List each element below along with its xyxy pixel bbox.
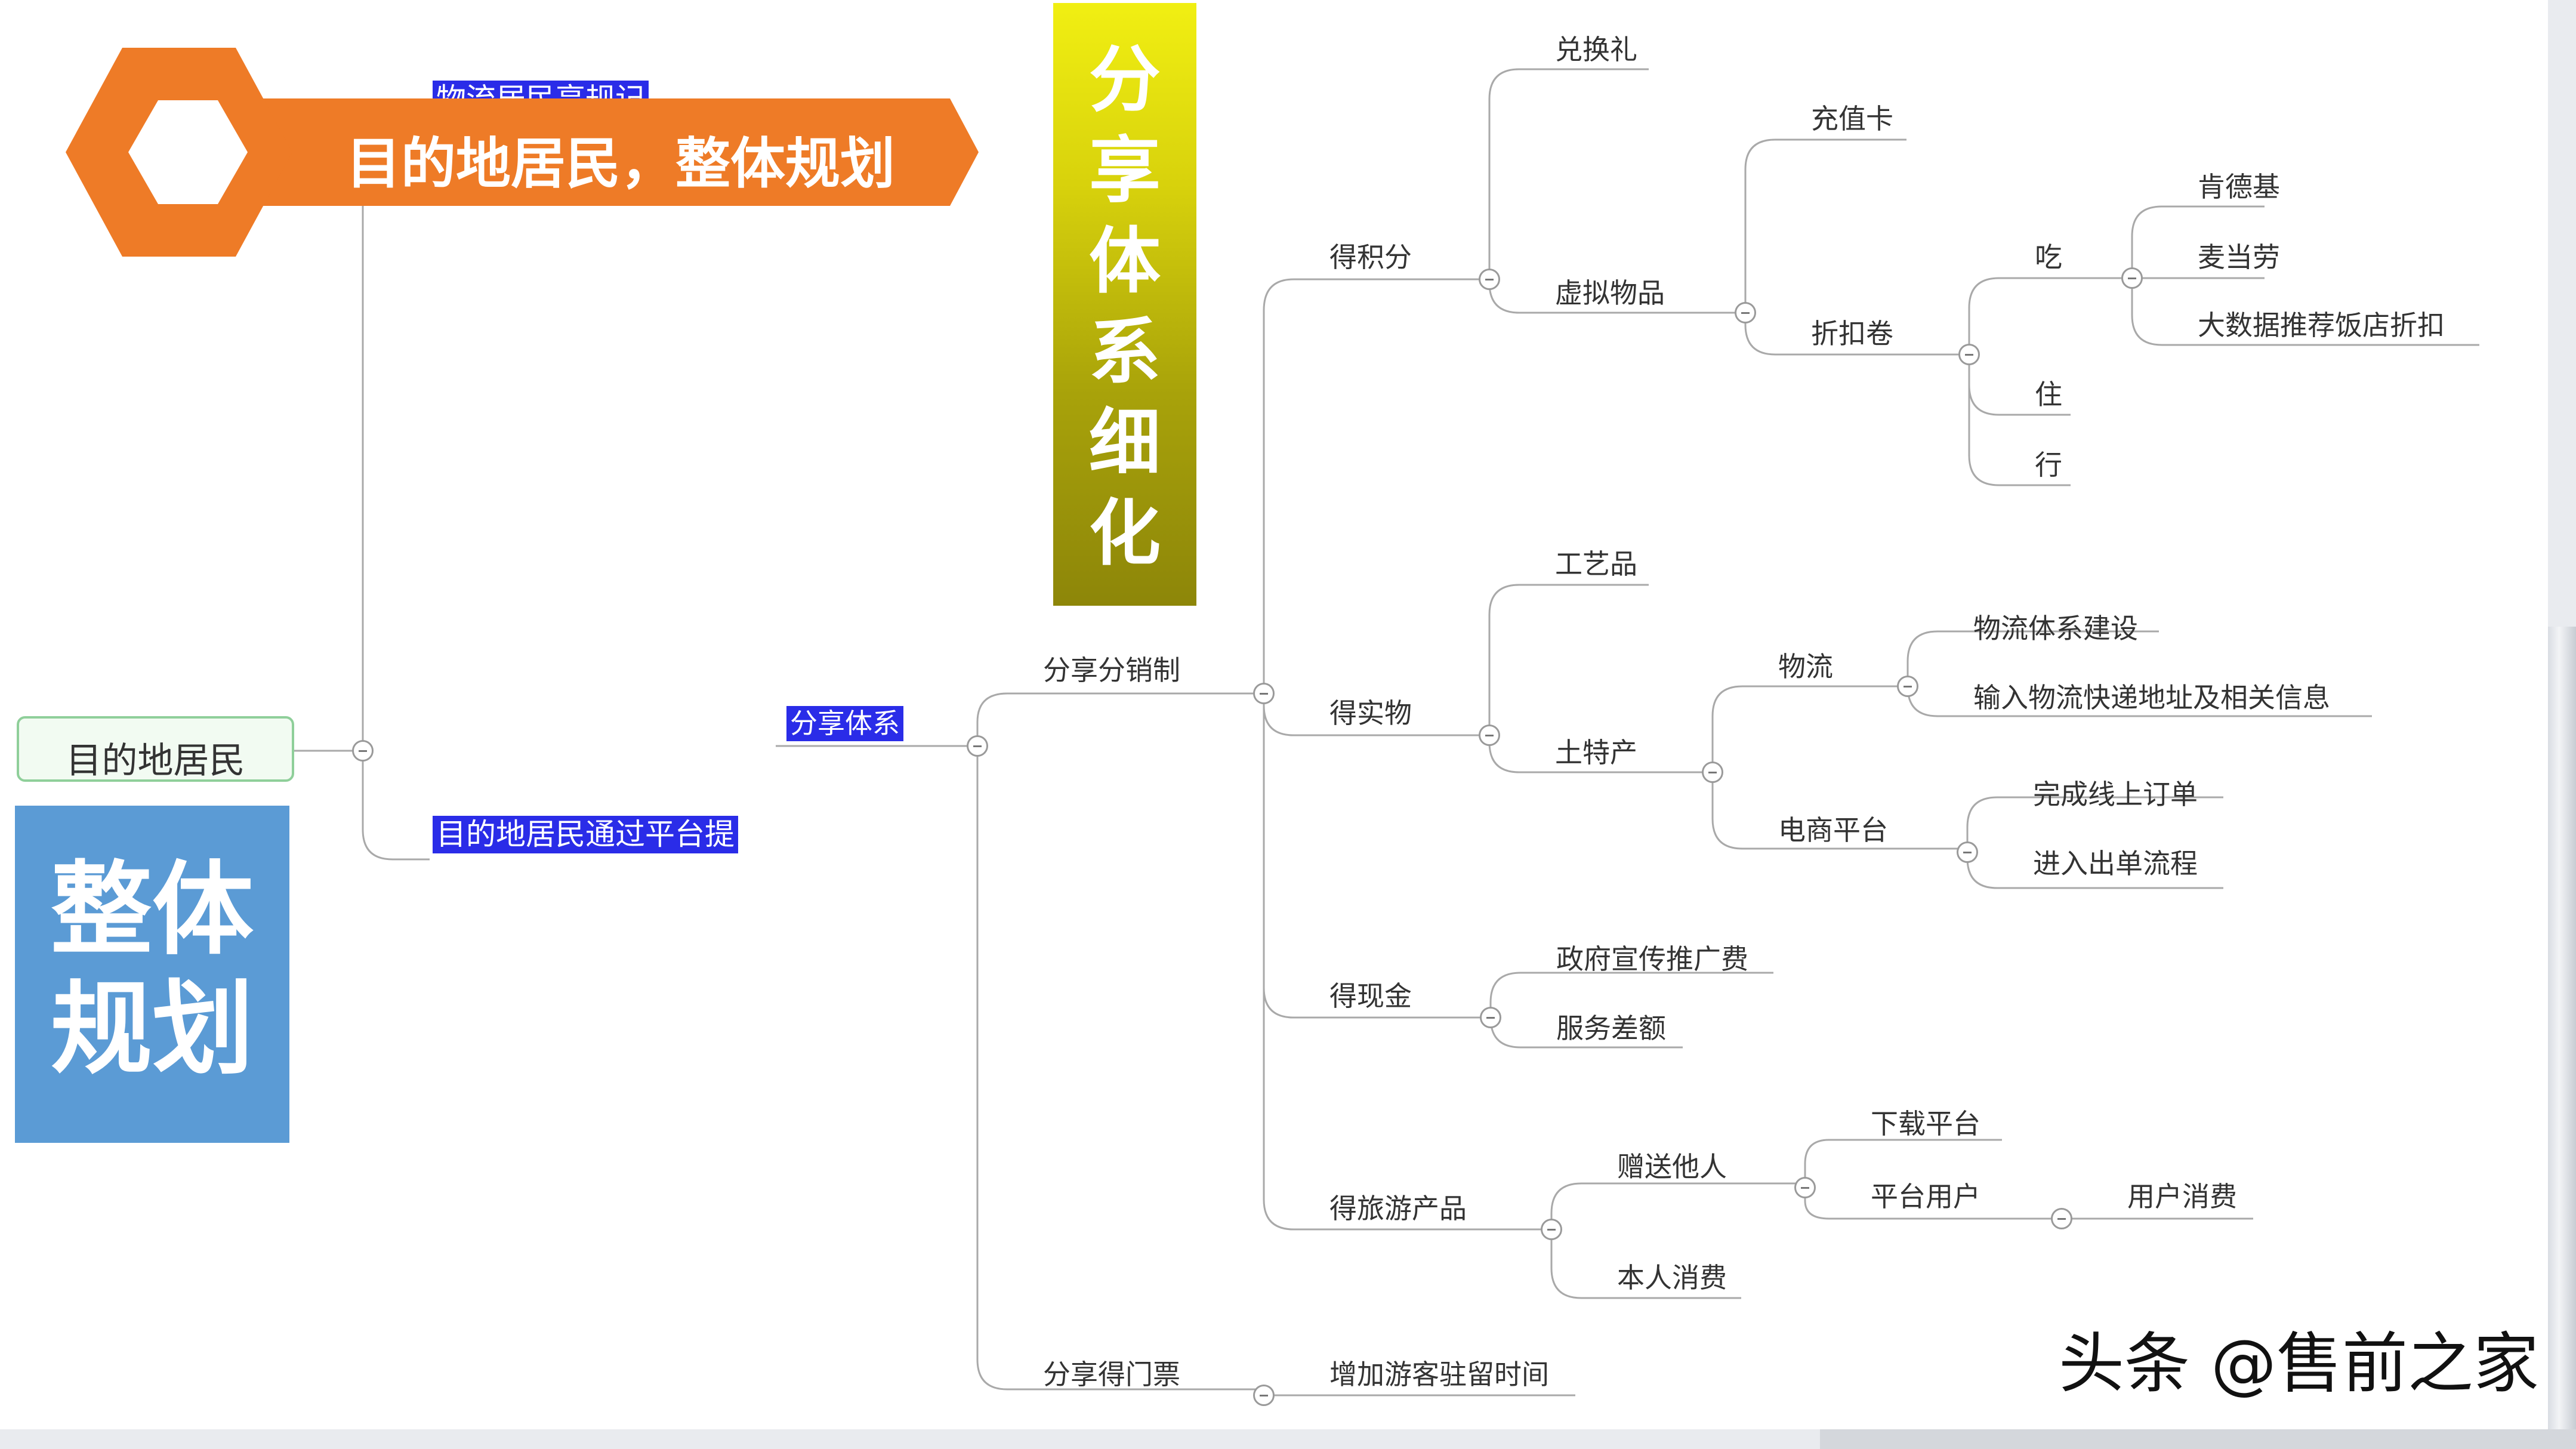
node-get-goods[interactable]: 得实物 <box>1329 697 1412 729</box>
root-label: 目的地居民 <box>66 740 245 782</box>
root-node[interactable]: 目的地居民 <box>17 716 294 782</box>
resident-platform-node[interactable]: 目的地居民通过平台提 <box>433 816 738 853</box>
specialty-collapse-toggle[interactable] <box>1702 762 1723 783</box>
gift-branch <box>1550 1182 1805 1229</box>
node-logistics-build[interactable]: 物流体系建设 <box>1973 612 2138 645</box>
node-get-points[interactable]: 得积分 <box>1329 241 1412 273</box>
goods-collapse-toggle[interactable] <box>1479 724 1500 746</box>
pf-user-collapse-toggle[interactable] <box>2051 1208 2072 1229</box>
right-edge-decoration <box>2548 627 2576 1449</box>
gift-collapse-toggle[interactable] <box>1794 1177 1816 1198</box>
node-live[interactable]: 住 <box>2035 378 2062 411</box>
travel-collapse-toggle[interactable] <box>1541 1219 1562 1240</box>
bigdata-branch <box>2131 278 2479 346</box>
points-collapse-toggle[interactable] <box>1479 269 1500 290</box>
overall-plan-line2: 规划 <box>50 970 254 1089</box>
online-order-branch <box>1966 796 2223 852</box>
kfc-branch <box>2131 205 2265 278</box>
crafts-branch <box>1488 584 1649 735</box>
node-virtual-goods[interactable]: 虚拟物品 <box>1555 277 1665 309</box>
recharge-branch <box>1744 138 1906 313</box>
node-bigdata-discount[interactable]: 大数据推荐饭店折扣 <box>2198 309 2445 341</box>
node-user-consume[interactable]: 用户消费 <box>2127 1180 2237 1213</box>
watermark-text: 头条 @售前之家 <box>2059 1325 2539 1402</box>
node-kfc[interactable]: 肯德基 <box>2198 171 2280 203</box>
node-self-consume[interactable]: 本人消费 <box>1617 1262 1727 1294</box>
node-service-margin[interactable]: 服务差额 <box>1556 1012 1666 1044</box>
cash-branch <box>1263 693 1491 1019</box>
node-gift-others[interactable]: 赠送他人 <box>1617 1151 1727 1183</box>
banner-title: 目的地居民，整体规划 <box>346 132 896 196</box>
node-eat[interactable]: 吃 <box>2035 241 2062 273</box>
vertical-char: 系 <box>1089 311 1161 394</box>
vertical-char: 体 <box>1089 220 1161 303</box>
bottom-edge-decoration <box>1820 1429 2576 1449</box>
vertical-char: 享 <box>1089 130 1161 212</box>
virtual-collapse-toggle[interactable] <box>1735 302 1756 323</box>
logistics-branch <box>1711 685 1908 772</box>
share-ticket-branch <box>976 746 1264 1391</box>
coupon-branch <box>1744 313 1969 356</box>
root-collapse-toggle[interactable] <box>352 740 374 762</box>
node-order-flow[interactable]: 进入出单流程 <box>2033 847 2198 880</box>
node-share-distribution[interactable]: 分享分销制 <box>1043 654 1180 686</box>
node-get-cash[interactable]: 得现金 <box>1329 980 1412 1012</box>
cash-collapse-toggle[interactable] <box>1480 1007 1501 1028</box>
node-mcdonalds[interactable]: 麦当劳 <box>2198 241 2280 273</box>
vertical-char: 化 <box>1089 492 1161 575</box>
node-crafts[interactable]: 工艺品 <box>1555 548 1637 580</box>
node-recharge-card[interactable]: 充值卡 <box>1811 103 1893 135</box>
download-branch <box>1804 1139 2002 1188</box>
log-build-branch <box>1906 630 2159 686</box>
gov-branch <box>1489 972 1773 1018</box>
overall-plan-box: 整体 规划 <box>15 806 289 1143</box>
ecommerce-collapse-toggle[interactable] <box>1957 841 1978 863</box>
node-get-travel[interactable]: 得旅游产品 <box>1329 1192 1467 1225</box>
node-gov-promo[interactable]: 政府宣传推广费 <box>1556 943 1748 975</box>
node-travel[interactable]: 行 <box>2035 449 2062 481</box>
mindmap-canvas <box>0 0 2548 1429</box>
vertical-char: 分 <box>1089 39 1161 122</box>
ecommerce-branch <box>1711 772 1967 850</box>
node-platform-user[interactable]: 平台用户 <box>1871 1180 1980 1213</box>
eat-branch <box>1968 277 2132 354</box>
vertical-char: 细 <box>1089 402 1161 485</box>
coupon-collapse-toggle[interactable] <box>1958 344 1980 365</box>
share-ticket-collapse-toggle[interactable] <box>1253 1385 1275 1406</box>
title-banner <box>263 98 979 206</box>
node-logistics-address[interactable]: 输入物流快递地址及相关信息 <box>1973 682 2330 714</box>
node-download-platform[interactable]: 下载平台 <box>1871 1108 1980 1140</box>
share-system-collapse-toggle[interactable] <box>967 735 988 757</box>
share-dist-branch <box>976 692 1265 746</box>
node-local-specialty[interactable]: 土特产 <box>1555 736 1637 769</box>
travel-sub-branch <box>1968 354 2071 486</box>
self-branch <box>1550 1229 1741 1299</box>
exchange-branch <box>1488 68 1649 279</box>
logistics-collapse-toggle[interactable] <box>1897 676 1918 697</box>
share-dist-collapse-toggle[interactable] <box>1253 683 1275 704</box>
node-extend-stay[interactable]: 增加游客驻留时间 <box>1329 1358 1549 1391</box>
node-ecommerce[interactable]: 电商平台 <box>1778 814 1888 846</box>
node-coupon[interactable]: 折扣卷 <box>1811 317 1893 350</box>
root-lower-branch <box>362 751 430 861</box>
node-online-order[interactable]: 完成线上订单 <box>2033 778 2198 810</box>
node-share-ticket[interactable]: 分享得门票 <box>1043 1358 1180 1391</box>
points-branch <box>1263 278 1489 693</box>
travel-branch <box>1263 693 1551 1231</box>
node-logistics[interactable]: 物流 <box>1778 650 1833 683</box>
pf-user-branch <box>1804 1188 2062 1220</box>
vertical-title-banner: 分 享 体 系 细 化 <box>1053 3 1196 606</box>
share-system-node[interactable]: 分享体系 <box>786 706 903 741</box>
node-exchange-gift[interactable]: 兑换礼 <box>1555 33 1637 66</box>
eat-collapse-toggle[interactable] <box>2121 267 2143 289</box>
overall-plan-line1: 整体 <box>50 851 254 969</box>
